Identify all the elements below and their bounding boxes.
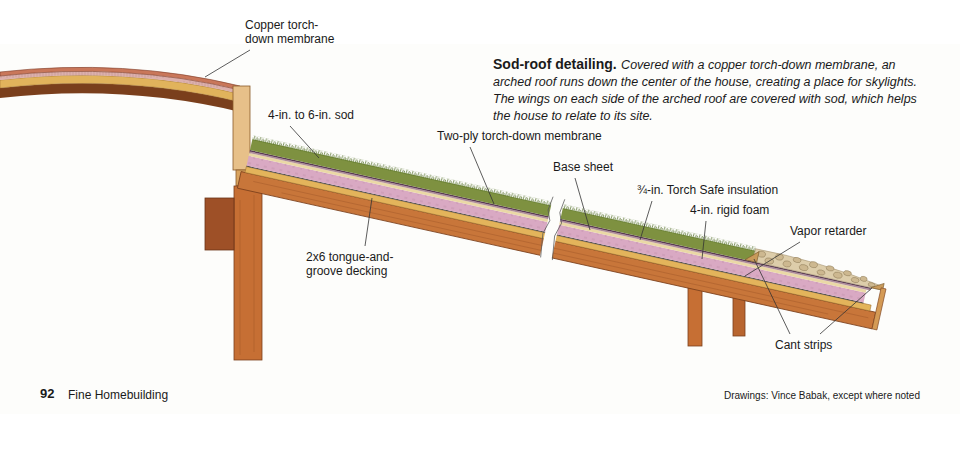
page-number: 92 xyxy=(40,387,54,401)
wood-grain xyxy=(240,195,254,355)
fascia-board xyxy=(872,288,886,330)
leader-line xyxy=(820,288,872,334)
leader-line xyxy=(640,201,652,240)
arch-insulation xyxy=(0,71,240,94)
vapor-retarder xyxy=(246,166,863,304)
fascia-board xyxy=(233,86,250,170)
heading-block: Sod-roof detailing. Covered with a coppe… xyxy=(493,56,921,124)
part-label: 4-in. rigid foam xyxy=(690,203,769,217)
wood-grain xyxy=(252,181,868,322)
break-line xyxy=(538,196,567,260)
credit-line: Drawings: Vince Babak, except where note… xyxy=(724,389,920,403)
part-label: 4-in. to 6-in. sod xyxy=(268,108,354,122)
leader-line xyxy=(205,50,250,77)
part-label: Vapor retarder xyxy=(790,224,866,238)
copper-membrane xyxy=(0,67,240,90)
torch-safe-insulation xyxy=(249,153,867,293)
part-label: Base sheet xyxy=(553,160,613,174)
title: Sod-roof detailing. xyxy=(493,56,617,72)
leader-line xyxy=(754,259,790,334)
part-label: 2x6 tongue-and-groove decking xyxy=(306,250,408,278)
two-ply-membrane xyxy=(250,150,871,289)
gravel-stones xyxy=(756,249,877,288)
rafter xyxy=(237,172,875,329)
leader-line xyxy=(365,198,372,246)
rigid-foam xyxy=(247,156,866,303)
post xyxy=(688,288,702,346)
leader-line xyxy=(470,147,494,204)
leader-line xyxy=(575,178,590,230)
leader-line xyxy=(702,221,706,259)
post xyxy=(234,186,262,360)
part-label: Cant strips xyxy=(775,338,832,352)
part-label: Copper torch-down membrane xyxy=(245,18,337,46)
leader-line xyxy=(745,242,800,276)
sod xyxy=(250,139,755,261)
base-sheet xyxy=(249,151,870,290)
beam-end xyxy=(205,198,234,250)
part-label: ¾-in. Torch Safe insulation xyxy=(637,183,778,197)
part-label: Two-ply torch-down membrane xyxy=(437,129,602,143)
sod-roof-wing xyxy=(237,128,891,334)
gravel xyxy=(753,248,883,289)
cant-strip xyxy=(745,249,759,262)
post xyxy=(733,298,745,336)
break-gap xyxy=(539,195,565,262)
decking xyxy=(245,167,871,311)
magazine-name: Fine Homebuilding xyxy=(68,388,168,402)
arched-roof xyxy=(0,67,240,112)
leader-line xyxy=(290,126,319,158)
